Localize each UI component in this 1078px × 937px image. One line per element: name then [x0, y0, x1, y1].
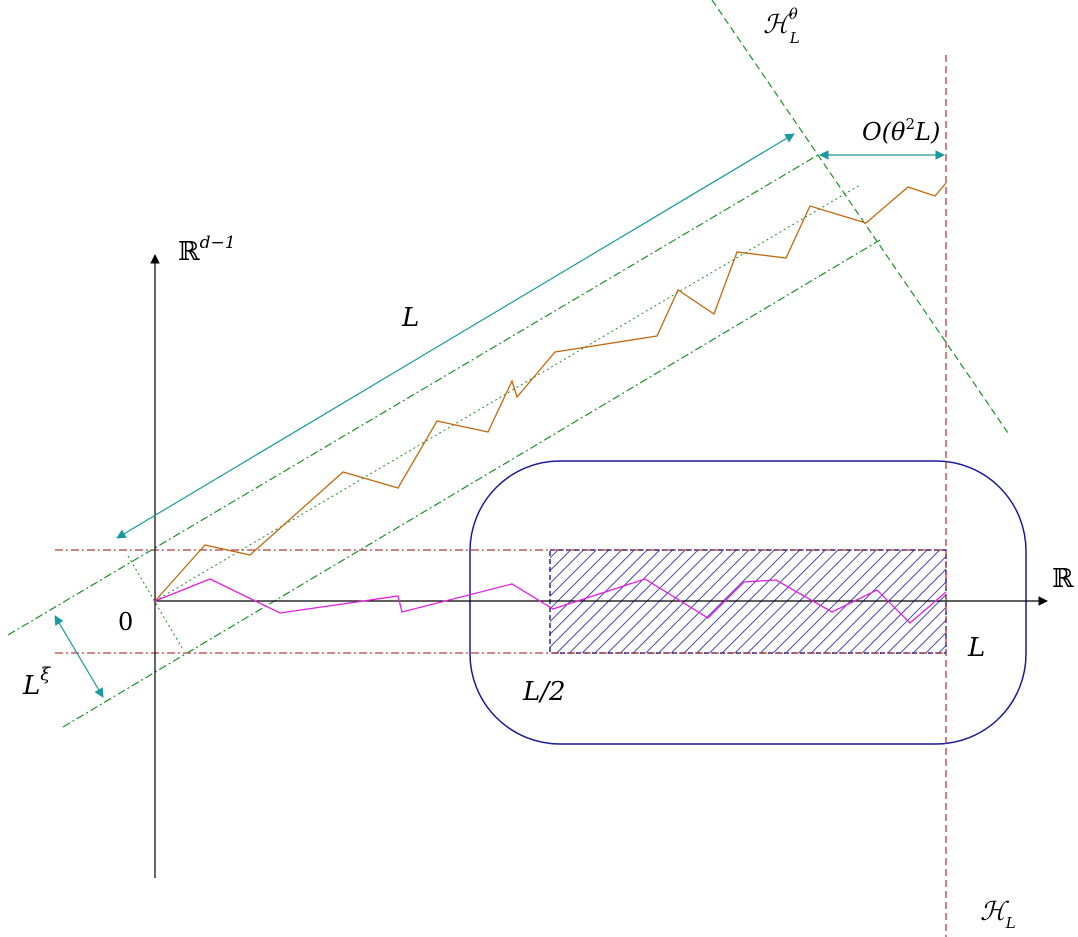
width-l-xi-arrow — [54, 615, 104, 698]
y-axis-label: ℝd−1 — [178, 233, 236, 267]
cylinder-axis — [154, 184, 861, 602]
length-l-arrow — [116, 133, 795, 539]
x-axis-label: ℝ — [1052, 564, 1074, 594]
big-o-label: O(θ2L) — [862, 115, 940, 146]
hyperplane-h-l-theta — [711, 0, 1009, 434]
horizontal-random-path — [154, 578, 947, 624]
tilted-random-path — [154, 182, 947, 602]
half-l-label: L/2 — [522, 677, 566, 707]
diagonal-l-label: L — [401, 303, 419, 333]
right-l-label: L — [967, 633, 985, 663]
l-xi-label: Lξ — [22, 664, 51, 701]
h-l-label: ℋL — [980, 897, 1016, 932]
origin-label: 0 — [118, 608, 133, 636]
cylinder-lower-bound — [62, 239, 881, 728]
